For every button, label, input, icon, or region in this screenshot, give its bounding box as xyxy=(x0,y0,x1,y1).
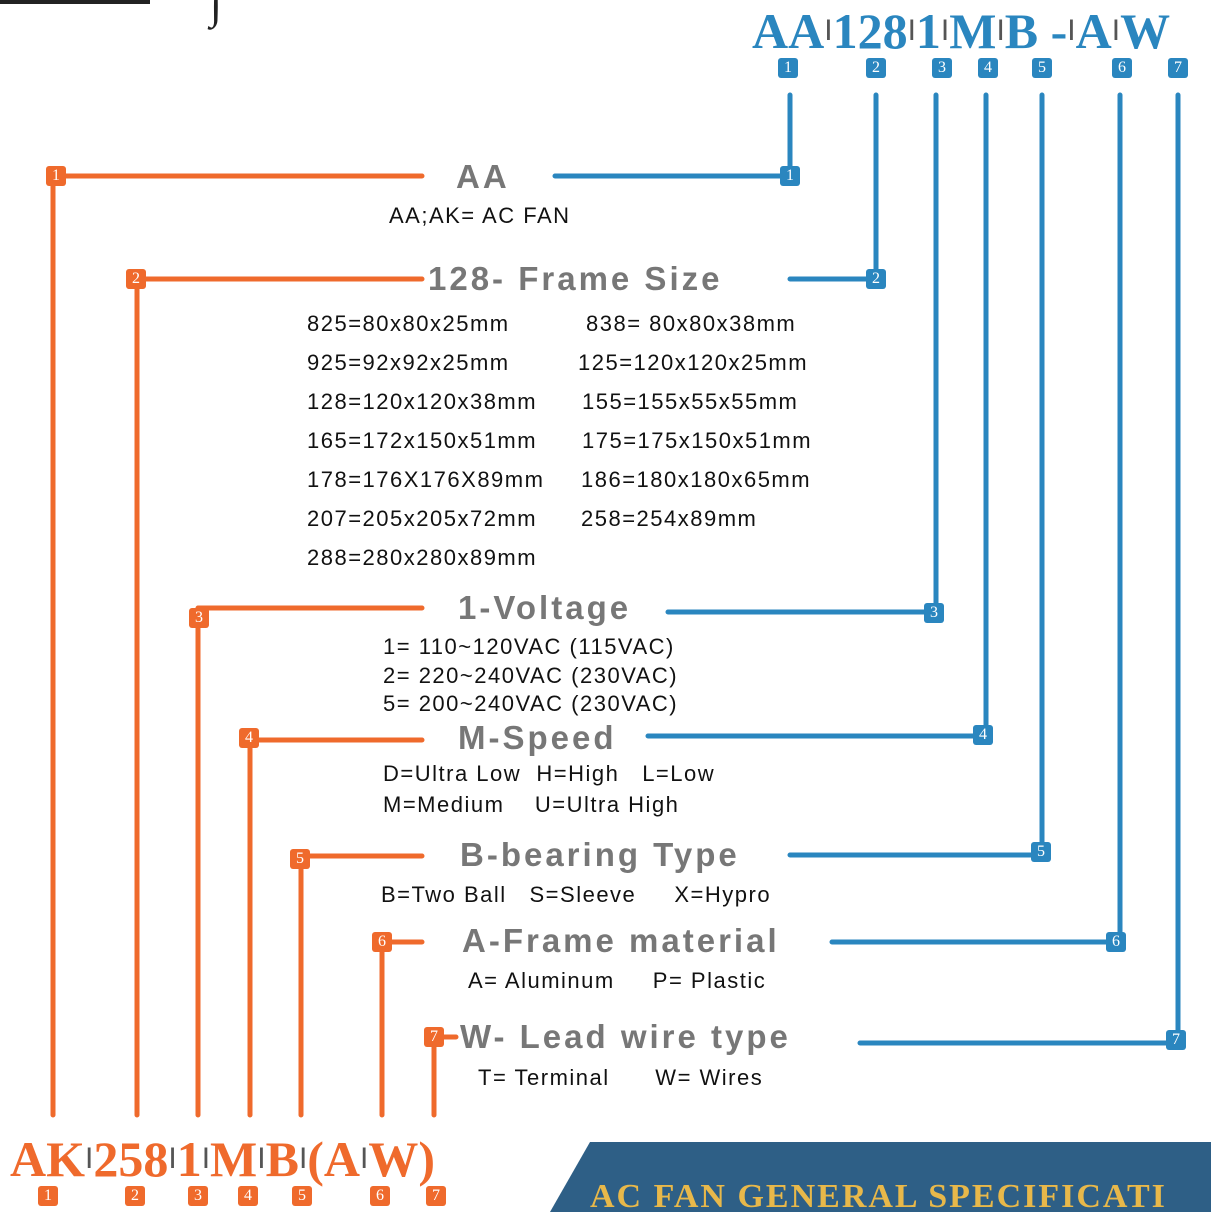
blue-connector-5 xyxy=(787,92,1045,858)
bottom-code-part-1: AK xyxy=(10,1131,85,1187)
bottom-badge-3: 3 xyxy=(188,1186,208,1206)
section-1-title: AA xyxy=(456,158,510,195)
top-code-part-3: 1 xyxy=(915,3,941,59)
top-code-part-7: W xyxy=(1120,3,1171,59)
bottom-badge-7: 7 xyxy=(426,1186,446,1206)
voltage-line-2: 2= 220~240VAC (230VAC) xyxy=(383,663,679,688)
top-badge-5: 5 xyxy=(1032,58,1052,78)
spec-banner-title: AC FAN GENERAL SPECIFICATI xyxy=(590,1178,1167,1215)
section-2-title: 128- Frame Size xyxy=(428,260,723,297)
speed-line-1: D=Ultra Low H=High L=Low xyxy=(383,761,716,786)
blue-connector-1 xyxy=(552,92,793,179)
top-badge-6: 6 xyxy=(1112,58,1132,78)
blue-connector-7 xyxy=(857,92,1181,1046)
frame-size-line-3b: 155=155x55x55mm xyxy=(582,389,799,414)
top-code-part-4: M xyxy=(949,3,997,59)
orange-end-badge-5: 5 xyxy=(290,849,310,869)
brand-logo: ∫ xyxy=(210,0,223,28)
voltage-line-3: 5= 200~240VAC (230VAC) xyxy=(383,691,679,716)
blue-end-badge-1: 1 xyxy=(780,166,800,186)
top-badge-4: 4 xyxy=(978,58,998,78)
orange-end-badge-3: 3 xyxy=(189,608,209,628)
blue-end-badge-6: 6 xyxy=(1106,932,1126,952)
frame-size-line-7a: 288=280x280x89mm xyxy=(307,545,538,570)
blue-end-badge-4: 4 xyxy=(973,725,993,745)
frame-size-line-6b: 258=254x89mm xyxy=(581,506,758,531)
blue-connector-2 xyxy=(787,92,879,282)
frame-size-line-2b: 125=120x120x25mm xyxy=(578,350,809,375)
blue-end-badge-7: 7 xyxy=(1166,1030,1186,1050)
section-7-title: W- Lead wire type xyxy=(460,1018,791,1055)
top-code-part-2: 128 xyxy=(832,3,908,59)
bottom-badge-4: 4 xyxy=(238,1186,258,1206)
bottom-badge-2: 2 xyxy=(125,1186,145,1206)
top-badge-2: 2 xyxy=(866,58,886,78)
orange-end-badge-1: 1 xyxy=(46,166,66,186)
bottom-code: AKI258I1IMIBI(AIW) xyxy=(10,1131,436,1187)
spec-banner: AC FAN GENERAL SPECIFICATI xyxy=(550,1142,1211,1212)
section-1-line-1: AA;AK= AC FAN xyxy=(389,203,571,228)
blue-end-badge-3: 3 xyxy=(924,603,944,623)
top-code: AAI128I1IMIB -IAIW xyxy=(752,3,1171,59)
bottom-code-part-6: (A xyxy=(307,1131,361,1187)
frame-material-line-1: A= Aluminum P= Plastic xyxy=(468,968,767,993)
frame-size-line-6a: 207=205x205x72mm xyxy=(307,506,538,531)
section-6-title: A-Frame material xyxy=(462,922,780,959)
blue-end-badge-5: 5 xyxy=(1031,842,1051,862)
speed-line-2: M=Medium U=Ultra High xyxy=(383,792,680,817)
top-badge-7: 7 xyxy=(1168,58,1188,78)
frame-size-line-5a: 178=176X176X89mm xyxy=(307,467,545,492)
blue-end-badge-2: 2 xyxy=(866,269,886,289)
orange-connector-7 xyxy=(431,1034,459,1118)
bottom-code-part-2: 258 xyxy=(93,1131,169,1187)
orange-end-badge-2: 2 xyxy=(126,269,146,289)
frame-size-line-4b: 175=175x150x51mm xyxy=(582,428,813,453)
section-3-title: 1-Voltage xyxy=(458,589,632,626)
bottom-badge-5: 5 xyxy=(292,1186,312,1206)
frame-size-line-2a: 925=92x92x25mm xyxy=(307,350,510,375)
frame-size-line-3a: 128=120x120x38mm xyxy=(307,389,538,414)
orange-connector-6 xyxy=(379,939,425,1118)
logo-underline xyxy=(0,0,150,4)
orange-end-badge-7: 7 xyxy=(424,1027,444,1047)
top-badge-3: 3 xyxy=(932,58,952,78)
bottom-code-part-4: M xyxy=(210,1131,258,1187)
top-code-part-1: AA xyxy=(752,3,825,59)
bottom-code-part-5: B xyxy=(265,1131,299,1187)
bottom-badge-6: 6 xyxy=(370,1186,390,1206)
orange-end-badge-6: 6 xyxy=(372,932,392,952)
bottom-badge-1: 1 xyxy=(38,1186,58,1206)
bottom-code-part-7: W) xyxy=(368,1131,436,1187)
frame-size-line-1b: 838= 80x80x38mm xyxy=(586,311,797,336)
frame-size-line-5b: 186=180x180x65mm xyxy=(581,467,812,492)
frame-size-line-1a: 825=80x80x25mm xyxy=(307,311,510,336)
frame-size-line-4a: 165=172x150x51mm xyxy=(307,428,538,453)
top-code-part-5: B - xyxy=(1004,3,1068,59)
top-badge-1: 1 xyxy=(778,58,798,78)
voltage-line-1: 1= 110~120VAC (115VAC) xyxy=(383,634,675,659)
orange-end-badge-4: 4 xyxy=(239,728,259,748)
top-code-part-6: A xyxy=(1075,3,1112,59)
lead-wire-line-1: T= Terminal W= Wires xyxy=(478,1065,764,1090)
section-4-title: M-Speed xyxy=(458,719,617,756)
section-5-title: B-bearing Type xyxy=(460,836,740,873)
bottom-code-part-3: 1 xyxy=(176,1131,202,1187)
bearing-line-1: B=Two Ball S=Sleeve X=Hypro xyxy=(381,882,772,907)
